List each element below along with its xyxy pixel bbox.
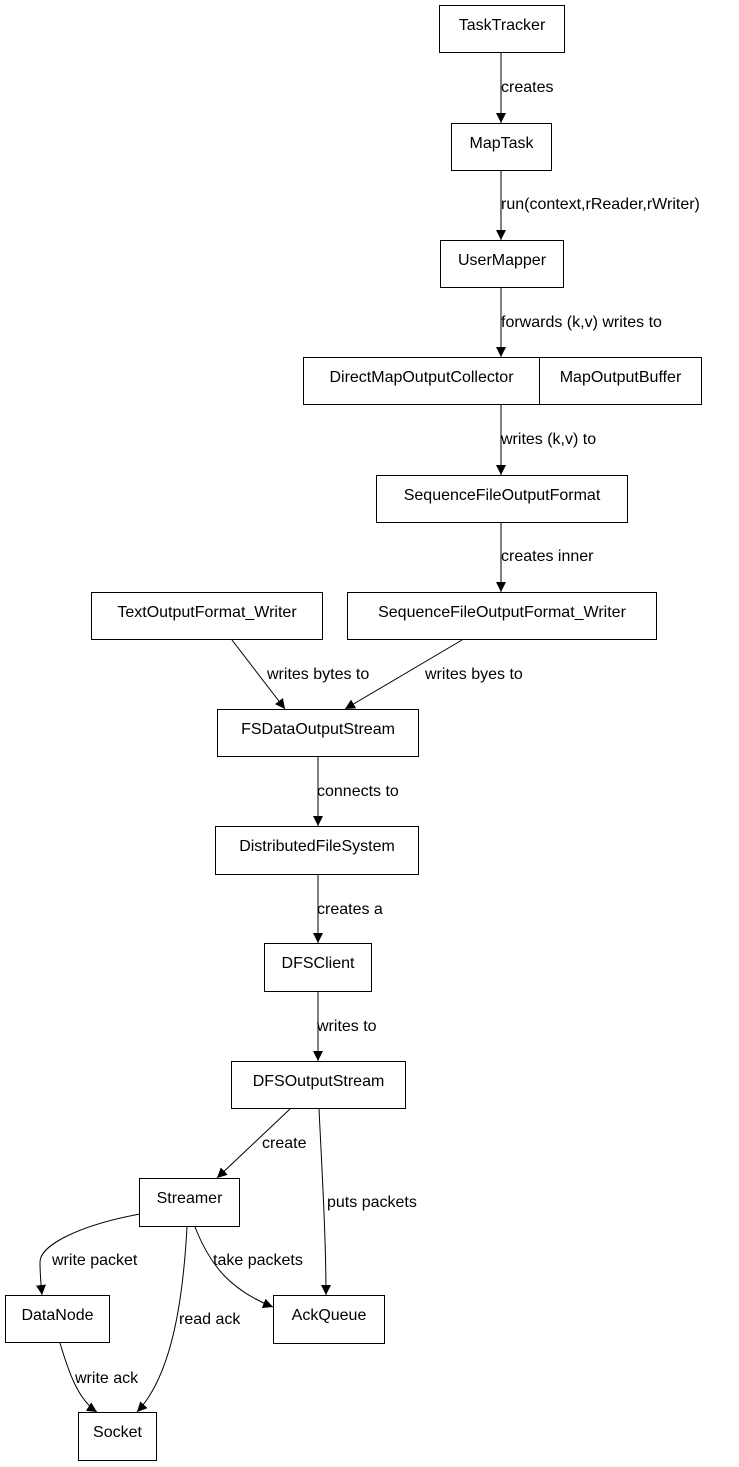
node-label: TaskTracker bbox=[458, 17, 546, 34]
edge-label-forwards: forwards (k,v) writes to bbox=[501, 314, 662, 331]
node-dfsoutputstream: DFSOutputStream bbox=[231, 1061, 406, 1109]
edge-dfsoutputstream-streamer bbox=[216, 1108, 291, 1179]
node-datanode: DataNode bbox=[5, 1295, 110, 1343]
edge-label-puts-packets: puts packets bbox=[327, 1194, 417, 1211]
node-label: DataNode bbox=[21, 1307, 94, 1324]
edge-label-connects: connects to bbox=[317, 783, 399, 800]
node-label: FSDataOutputStream bbox=[241, 721, 395, 738]
edge-dfsoutputstream-ackqueue bbox=[318, 1108, 331, 1296]
node-socket: Socket bbox=[78, 1412, 157, 1461]
node-textoutputformat-writer: TextOutputFormat_Writer bbox=[91, 592, 323, 640]
edge-label-create: create bbox=[262, 1135, 307, 1152]
node-label: Socket bbox=[93, 1424, 142, 1441]
node-collector-record: DirectMapOutputCollector MapOutputBuffer bbox=[303, 357, 702, 405]
edge-datanode-socket bbox=[59, 1342, 98, 1413]
edge-label-read-ack: read ack bbox=[179, 1311, 241, 1328]
edge-seqwriter-fsdataoutputstream bbox=[344, 639, 463, 710]
node-label: UserMapper bbox=[457, 252, 547, 269]
node-streamer: Streamer bbox=[139, 1178, 240, 1227]
edge-label-run: run(context,rReader,rWriter) bbox=[501, 196, 700, 213]
node-label: TextOutputFormat_Writer bbox=[117, 604, 297, 621]
node-dfsclient: DFSClient bbox=[264, 943, 372, 992]
node-fsdataoutputstream: FSDataOutputStream bbox=[217, 709, 419, 757]
edge-streamer-ackqueue bbox=[194, 1226, 274, 1308]
node-label: SequenceFileOutputFormat bbox=[403, 487, 601, 504]
node-label: DistributedFileSystem bbox=[239, 838, 395, 855]
edge-textwriter-fsdataoutputstream bbox=[231, 639, 286, 710]
node-distributedfilesystem: DistributedFileSystem bbox=[215, 826, 419, 875]
node-ackqueue: AckQueue bbox=[273, 1295, 385, 1344]
node-label: DFSOutputStream bbox=[252, 1073, 385, 1090]
node-directmapoutputcollector: DirectMapOutputCollector bbox=[304, 358, 540, 404]
node-sequencefileoutputformat: SequenceFileOutputFormat bbox=[376, 475, 628, 523]
node-label: AckQueue bbox=[291, 1307, 367, 1324]
edge-label-writes-to: writes to bbox=[317, 1018, 377, 1035]
edge-label-writes-bytes: writes bytes to bbox=[267, 666, 370, 683]
node-maptask: MapTask bbox=[451, 123, 552, 171]
edge-label-creates: creates bbox=[501, 79, 554, 96]
node-tasktracker: TaskTracker bbox=[439, 5, 565, 53]
edge-label-write-packet: write packet bbox=[52, 1252, 138, 1269]
node-label: SequenceFileOutputFormat_Writer bbox=[378, 604, 626, 621]
edge-label-write-ack: write ack bbox=[75, 1370, 139, 1387]
edge-streamer-datanode bbox=[36, 1213, 141, 1296]
edge-label-writes-byes: writes byes to bbox=[425, 666, 523, 683]
edge-label-take-packets: take packets bbox=[213, 1252, 303, 1269]
edge-label-creates-inner: creates inner bbox=[501, 548, 594, 565]
node-sequencefileoutputformat-writer: SequenceFileOutputFormat_Writer bbox=[347, 592, 657, 640]
node-mapoutputbuffer: MapOutputBuffer bbox=[559, 369, 682, 386]
node-label: MapTask bbox=[469, 135, 534, 152]
node-label: DFSClient bbox=[281, 955, 355, 972]
node-usermapper: UserMapper bbox=[440, 240, 564, 288]
edge-streamer-socket bbox=[136, 1226, 188, 1413]
node-label: Streamer bbox=[156, 1190, 223, 1207]
edge-label-writes-kv: writes (k,v) to bbox=[501, 431, 597, 448]
edge-label-creates-a: creates a bbox=[317, 901, 383, 918]
